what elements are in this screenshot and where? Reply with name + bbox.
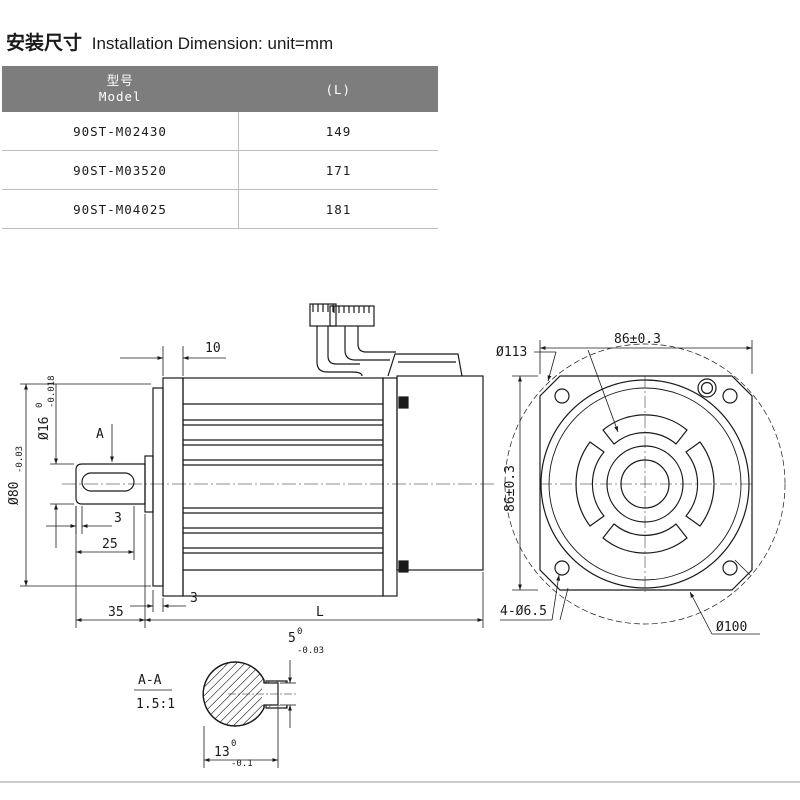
holes-label: 4-Ø6.5 <box>500 604 547 619</box>
table-row: 90ST-M03520 171 <box>2 150 438 190</box>
svg-text:13: 13 <box>214 745 230 760</box>
table-row: 90ST-M02430 149 <box>2 112 438 151</box>
model-cell: 90ST-M04025 <box>2 189 239 229</box>
svg-text:0: 0 <box>231 739 236 749</box>
cooling-fins <box>183 419 383 554</box>
length-column-header: (L) <box>238 66 438 112</box>
page-title: 安装尺寸 Installation Dimension: unit=mm <box>6 28 333 55</box>
dim-3-flange-label: 3 <box>190 591 198 606</box>
key-width-label: 5 0 -0.03 <box>288 627 324 656</box>
motor-end-view <box>504 343 786 625</box>
connector-housing <box>387 353 463 377</box>
end-view-labels: Ø113 86±0.3 86±0.3 4-Ø6.5 Ø100 <box>496 332 747 635</box>
rear-end-cap <box>382 377 398 597</box>
shaft-section-view <box>202 661 298 727</box>
title-english: Installation Dimension: unit=mm <box>91 34 334 53</box>
section-label: A-A <box>138 673 162 688</box>
window-left <box>575 441 605 527</box>
table-row: 90ST-M04025 181 <box>2 189 438 229</box>
motor-body <box>182 377 384 597</box>
section-dimensions <box>134 660 296 768</box>
section-labels: A-A 1.5:1 5 0 -0.03 13 0 -0.1 <box>136 627 324 769</box>
cable-2b <box>357 326 396 353</box>
svg-text:0: 0 <box>297 627 302 637</box>
dim-86-v-label: 86±0.3 <box>503 465 518 512</box>
svg-text:Ø80: Ø80 <box>7 482 22 505</box>
shaft-keyway <box>81 472 135 492</box>
section-marker-a: A <box>96 427 104 442</box>
screw-head-top <box>398 396 409 409</box>
depth-label: 13 0 -0.1 <box>214 739 253 769</box>
dimension-table: 型号 Model (L) 90ST-M02430 149 90ST-M03520… <box>2 66 438 229</box>
section-scale: 1.5:1 <box>136 697 175 712</box>
mounting-hole <box>722 560 738 576</box>
svg-text:-0.03: -0.03 <box>15 446 25 473</box>
model-column-header: 型号 Model <box>2 66 239 112</box>
square-flange <box>539 375 753 591</box>
svg-text:Ø16: Ø16 <box>37 417 52 440</box>
mounting-hole <box>554 388 570 404</box>
end-view-dimensions <box>500 340 760 635</box>
svg-text:-0.1: -0.1 <box>231 759 253 769</box>
dia-16-label: Ø16 0 -0.018 <box>35 375 57 440</box>
model-cell: 90ST-M02430 <box>2 112 239 151</box>
svg-text:-0.018: -0.018 <box>47 375 57 408</box>
length-cell: 149 <box>238 112 438 151</box>
svg-text:86±0.3: 86±0.3 <box>503 465 518 512</box>
title-chinese: 安装尺寸 <box>6 32 83 54</box>
screw-head-bottom <box>398 560 409 573</box>
flange-spigot <box>162 377 184 597</box>
svg-text:-0.03: -0.03 <box>297 646 324 656</box>
dim-35-label: 35 <box>108 605 124 620</box>
length-cell: 181 <box>238 189 438 229</box>
model-header-en: Model <box>98 89 142 104</box>
cable-2 <box>344 326 390 361</box>
dia-100-label: Ø100 <box>716 620 747 635</box>
window-bottom <box>602 523 688 554</box>
cable-1 <box>316 326 363 377</box>
dim-10-label: 10 <box>205 341 221 356</box>
length-cell: 171 <box>238 150 438 190</box>
dia-80-label: Ø80 -0.03 <box>7 446 25 505</box>
side-view-dimensions <box>20 346 484 628</box>
cable-1b <box>327 326 360 365</box>
model-header-cn: 型号 <box>106 73 134 88</box>
svg-text:0: 0 <box>35 403 45 408</box>
motor-side-view <box>62 303 494 597</box>
dia-113-label: Ø113 <box>496 345 527 360</box>
connector-plug-2 <box>329 305 375 327</box>
dim-86-h-label: 86±0.3 <box>614 332 661 347</box>
dim-l-label: L <box>316 605 324 620</box>
table-header-row: 型号 Model (L) <box>2 66 438 112</box>
dim-25-label: 25 <box>102 537 118 552</box>
vent-screw <box>697 378 717 398</box>
window-right <box>685 441 715 527</box>
mounting-hole <box>722 388 738 404</box>
dim-3-key-label: 3 <box>114 511 122 526</box>
model-cell: 90ST-M03520 <box>2 150 239 190</box>
shaft-outline <box>75 463 146 505</box>
mounting-hole <box>554 560 570 576</box>
svg-text:5: 5 <box>288 631 296 646</box>
window-top <box>602 414 688 445</box>
side-view-labels: 10 A 3 25 35 3 L Ø80 -0.03 Ø16 0 -0.018 <box>7 341 324 620</box>
encoder-cover <box>396 375 484 571</box>
pcd-113-circle <box>504 343 786 625</box>
front-flange <box>152 387 164 587</box>
